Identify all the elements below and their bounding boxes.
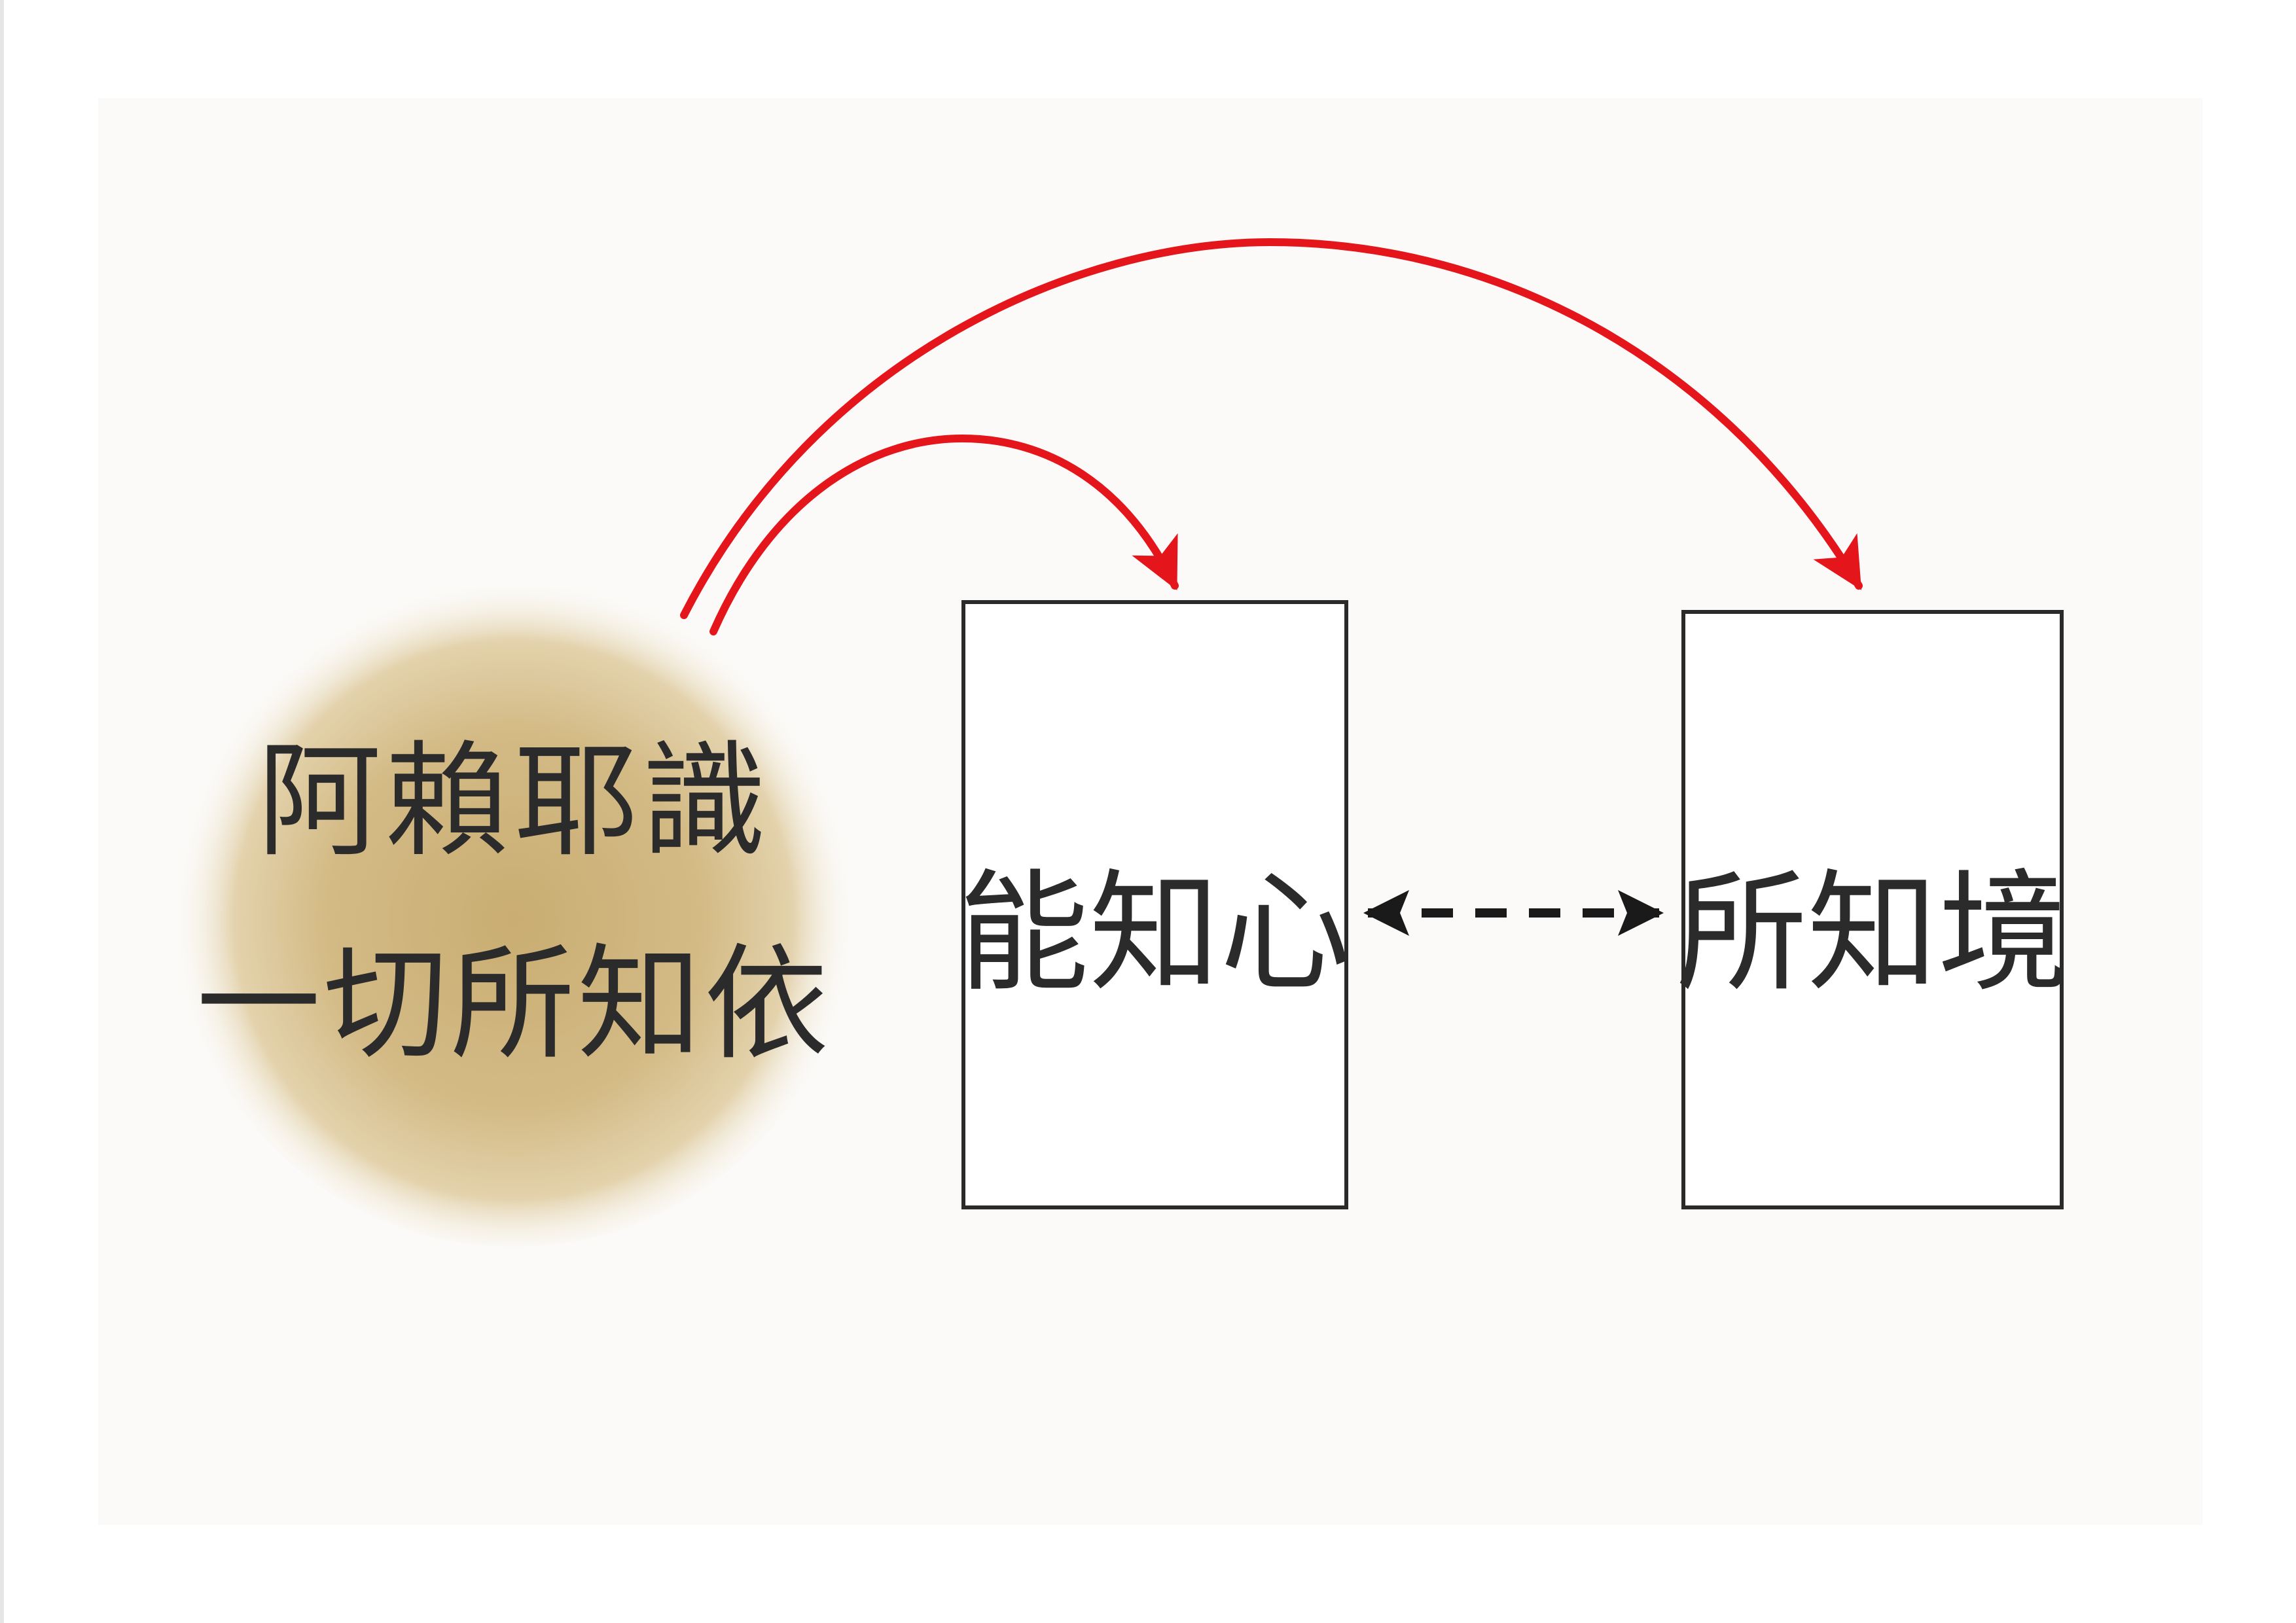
source-node-line1: 阿賴耶識 [257, 729, 770, 874]
left-border [0, 0, 4, 1623]
object-box: 所知境 [1676, 610, 2069, 1209]
subject-box-frame [961, 600, 1348, 1209]
subject-box-label: 能知心 [958, 857, 1351, 1010]
source-node-line2: 一切所知依 [196, 932, 831, 1077]
object-box-label: 所知境 [1676, 857, 2069, 1010]
subject-box: 能知心 [958, 600, 1351, 1209]
object-box-frame [1681, 610, 2064, 1209]
arrow-source-to-object [680, 238, 1863, 619]
arrow-source-to-subject [709, 434, 1179, 635]
source-node: 阿賴耶識 一切所知依 [173, 566, 854, 1247]
source-node-circle [173, 566, 854, 1247]
